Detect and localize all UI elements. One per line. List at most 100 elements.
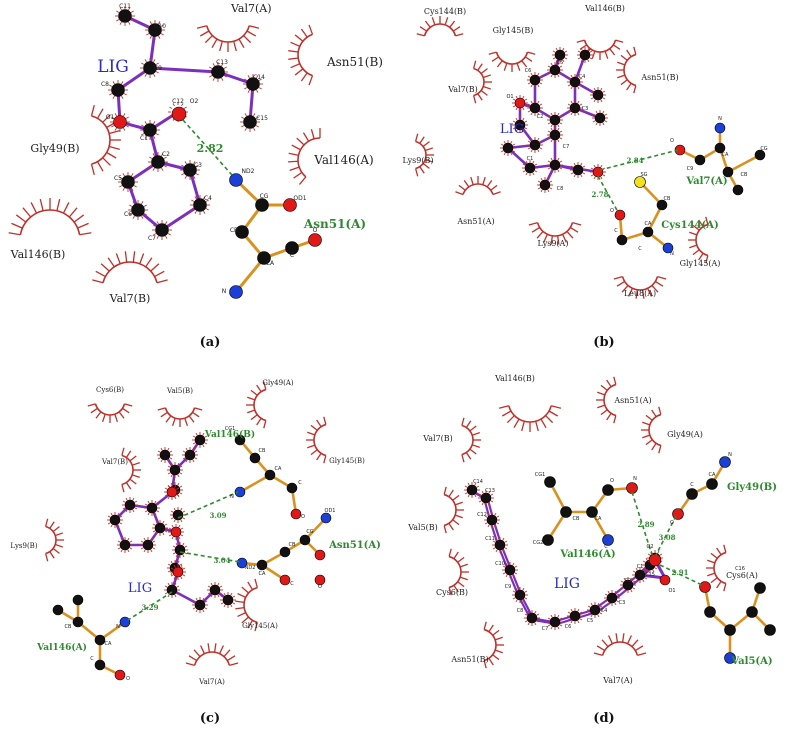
residue-label-val146a: Val146(A) xyxy=(313,153,374,167)
hydrophobic-contact-arc xyxy=(616,46,637,94)
nitrogen-atom xyxy=(119,616,131,628)
atom-label-ca: CA xyxy=(105,641,112,647)
contact-halo xyxy=(527,100,543,116)
hydrophobic-contact-arc xyxy=(121,447,141,493)
carbon-atom xyxy=(222,594,234,606)
contact-halo xyxy=(108,80,128,100)
nitrogen-atom xyxy=(602,534,614,546)
atom-label-o: O xyxy=(610,478,614,484)
oxygen-atom xyxy=(659,574,671,586)
contact-halo xyxy=(524,610,540,626)
hydrophobic-contact-arc xyxy=(688,216,709,264)
nitrogen-atom xyxy=(234,486,246,498)
atom-label-c12: C12 xyxy=(172,98,184,105)
residue-label-val7a: Val7(A) xyxy=(198,678,225,686)
carbon-atom xyxy=(524,162,536,174)
contact-halo xyxy=(190,195,210,215)
contact-halo xyxy=(464,482,480,498)
panel-caption: (c) xyxy=(200,711,220,726)
atom-label-n: N xyxy=(728,452,732,458)
hydrophobic-contact-arc xyxy=(306,416,327,464)
atom-label-o: O xyxy=(670,520,674,526)
carbon-atom xyxy=(243,115,257,129)
carbon-atom xyxy=(148,23,162,37)
atom-label-c8: C8 xyxy=(517,608,524,614)
contact-halo xyxy=(192,597,208,613)
hbond-distance: 2.82 xyxy=(197,142,224,155)
contact-halo xyxy=(168,524,184,540)
carbon-atom xyxy=(579,49,591,61)
atom-label-c15: C15 xyxy=(256,115,268,122)
hydrophobic-contact-arc xyxy=(87,403,133,423)
carbon-atom xyxy=(746,606,758,618)
carbon-atom xyxy=(722,166,734,178)
atom-label-cg: CG xyxy=(760,146,767,152)
residue-label-gly145a: Gly145(A) xyxy=(680,259,721,268)
atom-label-c4: C4 xyxy=(579,74,586,80)
ligand-label: LIG xyxy=(97,57,129,77)
contact-halo xyxy=(164,582,180,598)
hydrophobic-contact-arc xyxy=(461,417,481,463)
residue-label-val7b: Val7(B) xyxy=(101,458,128,466)
contact-halo xyxy=(570,162,586,178)
hydrophobic-contact-arc xyxy=(92,251,168,284)
atom-label-c7: C7 xyxy=(542,626,549,632)
carbon-atom xyxy=(194,599,206,611)
carbon-atom xyxy=(255,198,269,212)
residue-label-cys6a: Cys6(A) xyxy=(726,571,758,580)
residue-label-asn51b: Asn51(B) xyxy=(450,655,488,664)
residue-label-cys6b: Cys6(B) xyxy=(436,588,468,597)
hbond-residue-label: Val5(A) xyxy=(730,656,772,667)
contact-halo xyxy=(207,582,223,598)
contact-halo xyxy=(107,512,123,528)
hbond-residue-label: Gly49(B) xyxy=(727,482,777,493)
atom-label-cg2: CG2 xyxy=(533,540,544,546)
contact-halo xyxy=(478,490,494,506)
panel-caption: (a) xyxy=(200,335,221,350)
carbon-atom xyxy=(754,582,766,594)
residue-label-cys6b: Cys6(B) xyxy=(96,386,124,394)
contact-halo xyxy=(547,62,563,78)
contact-halo xyxy=(152,220,172,240)
atom-label-cg: CG xyxy=(260,193,269,200)
hbond-residue-label: Asn51(A) xyxy=(328,540,381,551)
hbond-distance: 2.91 xyxy=(671,568,688,577)
panel-c: Cys6(B)Val5(B)Gly49(A)Val7(B)Gly145(B)Ly… xyxy=(10,379,380,686)
atom-label-c9: C9 xyxy=(154,65,162,72)
carbon-atom xyxy=(169,464,181,476)
carbon-atom xyxy=(246,77,260,91)
hydrophobic-contact-arc xyxy=(196,25,260,52)
oxygen-atom xyxy=(308,233,322,247)
contact-halo xyxy=(110,112,130,132)
hydrophobic-contact-arc xyxy=(483,621,504,669)
contact-halo xyxy=(172,542,188,558)
oxygen-atom xyxy=(113,115,127,129)
contact-halo xyxy=(547,112,563,128)
hbond-line xyxy=(177,491,239,519)
carbon-atom xyxy=(706,478,718,490)
hbond-residue-label: Val7(A) xyxy=(685,176,727,187)
carbon-atom xyxy=(194,434,206,446)
carbon-atom xyxy=(494,539,506,551)
residue-label-gly49b: Gly49(B) xyxy=(30,142,79,155)
atom-label-nd2: ND2 xyxy=(242,168,255,175)
bond xyxy=(148,66,220,74)
carbon-atom xyxy=(174,544,186,556)
carbon-atom xyxy=(151,155,165,169)
contact-halo xyxy=(592,110,608,126)
hydrophobic-contact-arc xyxy=(528,222,582,245)
contact-halo xyxy=(122,497,138,513)
carbon-atom xyxy=(72,616,84,628)
carbon-atom xyxy=(704,606,716,618)
carbon-atom xyxy=(121,175,135,189)
atom-label-o1: O1 xyxy=(668,588,675,594)
carbon-atom xyxy=(686,488,698,500)
hydrophobic-contact-arc xyxy=(448,548,469,596)
atom-label-c4: C4 xyxy=(204,195,212,202)
carbon-atom xyxy=(286,482,298,494)
hbond-distance: 3.08 xyxy=(658,533,675,542)
carbon-atom xyxy=(656,199,668,211)
contact-halo xyxy=(118,172,138,192)
contact-halo xyxy=(500,140,516,156)
panel-caption: (b) xyxy=(593,335,614,350)
